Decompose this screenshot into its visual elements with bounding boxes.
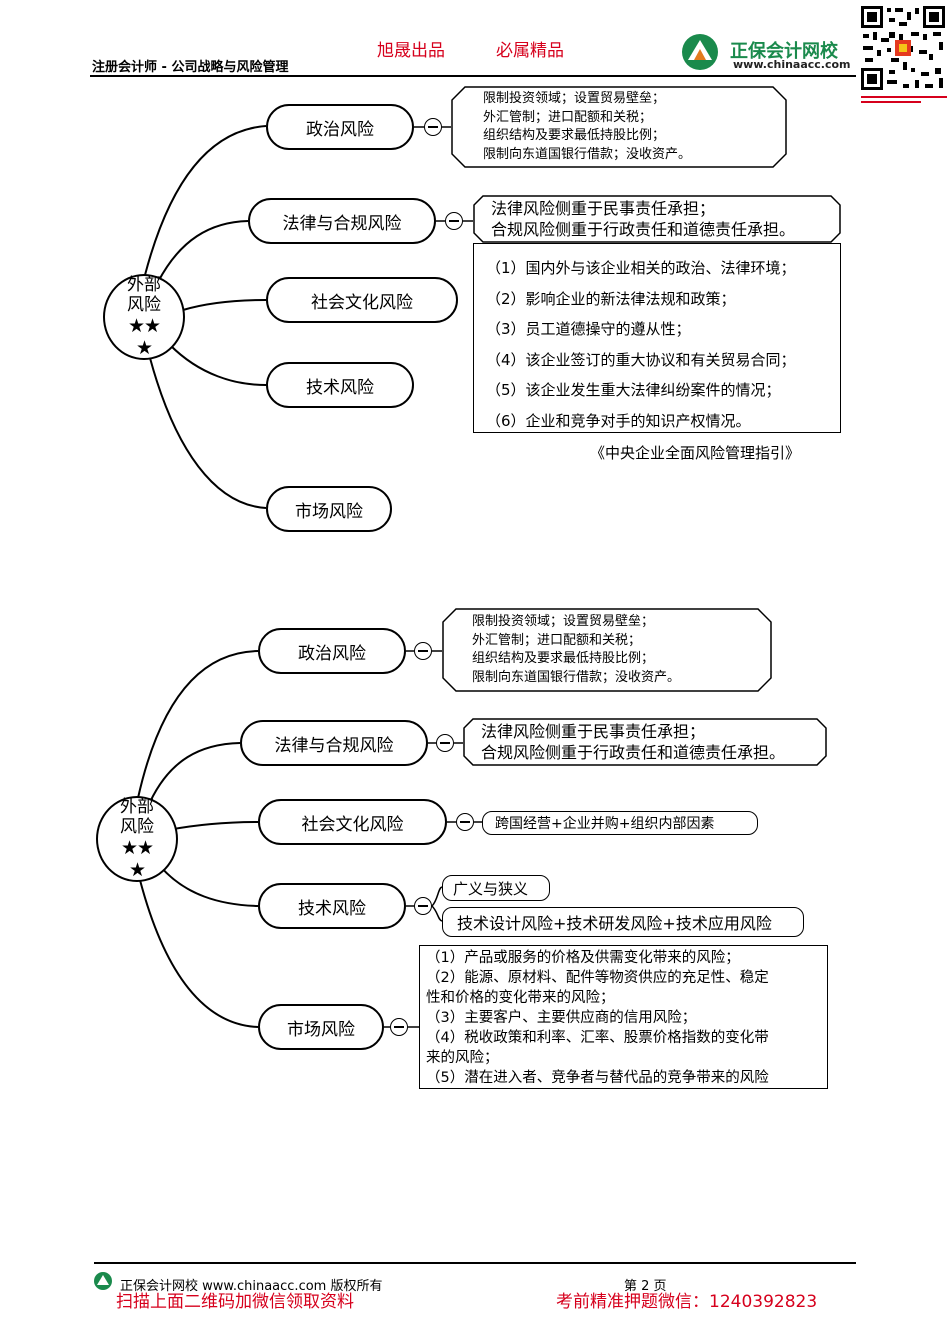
footer-divider (94, 1262, 856, 1264)
map2-branch-legal: 法律与合规风险 (240, 720, 428, 766)
map2-social-box: 跨国经营+企业并购+组织内部因素 (482, 811, 758, 835)
map2-market-item: （1）产品或服务的价格及供需变化带来的风险； (426, 950, 740, 966)
map1-guideline-source: 《中央企业全面风险管理指引》 (590, 444, 801, 462)
footer-logo-icon (92, 1271, 116, 1291)
map2-political-item: 限制向东道国银行借款；没收资产。 (472, 669, 681, 685)
footer-scan-note: 扫描上面二维码加微信领取资料 (116, 1292, 354, 1312)
map1-legal-item: 法律风险侧重于民事责任承担； (491, 199, 716, 218)
map1-political-item: 限制投资领域；设置贸易壁垒； (483, 91, 666, 106)
map2-market-item: （5）潜在进入者、竞争者与替代品的竞争带来的风险 (426, 1070, 769, 1086)
map2-star-rating-top: ★★ (120, 837, 154, 859)
map1-root-external-risk: 外部 风险 ★★ ★ (103, 274, 185, 360)
map1-political-item: 外汇管制；进口配额和关税； (483, 109, 653, 125)
map1-legal-box: 法律风险侧重于民事责任承担； 合规风险侧重于行政责任和道德责任承担。 (473, 195, 841, 243)
map1-guideline-item: （2）影响企业的新法律法规和政策； (486, 289, 736, 308)
map2-root-external-risk: 外部 风险 ★★ ★ (96, 796, 178, 882)
map2-market-collapse-icon[interactable] (390, 1018, 408, 1036)
map2-political-item: 组织结构及要求最低持股比例； (472, 651, 655, 666)
map1-political-collapse-icon[interactable] (424, 118, 442, 136)
map1-guideline-item: （3）员工道德操守的遵从性； (486, 320, 691, 338)
footer-wechat-note: 考前精准押题微信：1240392823 (556, 1292, 818, 1312)
map1-political-item: 限制向东道国银行借款；没收资产。 (483, 146, 692, 162)
logo-url: www.chinaacc.com (733, 58, 851, 71)
map1-guideline-item: （1）国内外与该企业相关的政治、法律环境； (486, 259, 796, 277)
map2-market-item: （3）主要客户、主要供应商的信用风险； (426, 1010, 697, 1026)
map1-guideline-box: （1）国内外与该企业相关的政治、法律环境； （2）影响企业的新法律法规和政策； … (473, 243, 841, 433)
map2-market-item: 来的风险； (426, 1050, 499, 1066)
map1-branch-technology: 技术风险 (266, 362, 414, 408)
map2-market-item: （4）税收政策和利率、汇率、股票价格指数的变化带 (426, 1030, 769, 1046)
map2-branch-social-cultural: 社会文化风险 (258, 799, 447, 845)
slogan-1: 旭晟出品 (377, 41, 445, 61)
map1-branch-political: 政治风险 (266, 104, 414, 150)
map2-branch-market: 市场风险 (258, 1004, 384, 1050)
map1-political-item: 组织结构及要求最低持股比例； (483, 128, 666, 143)
footer-copyright: 正保会计网校 www.chinaacc.com 版权所有 (120, 1279, 383, 1294)
map1-branch-market: 市场风险 (266, 486, 392, 532)
map2-legal-item: 法律风险侧重于民事责任承担； (481, 722, 706, 741)
map1-guideline-item: （6）企业和竞争对手的知识产权情况。 (486, 411, 751, 430)
map2-branch-political: 政治风险 (258, 628, 406, 674)
map2-market-item: （2）能源、原材料、配件等物资供应的充足性、稳定 (426, 970, 769, 986)
map2-market-box: （1）产品或服务的价格及供需变化带来的风险； （2）能源、原材料、配件等物资供应… (419, 945, 828, 1089)
map1-star-rating-top: ★★ (127, 315, 161, 337)
map2-political-collapse-icon[interactable] (414, 642, 432, 660)
map2-root-line1: 外部 (120, 797, 154, 817)
map2-star-rating-bottom: ★ (128, 859, 146, 881)
map2-legal-item: 合规风险侧重于行政责任和道德责任承担。 (481, 743, 786, 762)
map2-political-item: 外汇管制；进口配额和关税； (472, 632, 642, 648)
map2-political-box: 限制投资领域；设置贸易壁垒； 外汇管制；进口配额和关税； 组织结构及要求最低持股… (442, 608, 772, 692)
map2-tech-box-scope: 广义与狭义 (442, 875, 550, 901)
map1-legal-collapse-icon[interactable] (445, 212, 463, 230)
header-divider (90, 75, 856, 77)
map2-tech-box-types: 技术设计风险+技术研发风险+技术应用风险 (442, 907, 804, 937)
map2-branch-technology: 技术风险 (258, 883, 406, 929)
map1-branch-legal: 法律与合规风险 (248, 198, 436, 244)
map2-market-item: 性和价格的变化带来的风险； (426, 990, 615, 1006)
map2-social-item: 跨国经营+企业并购+组织内部因素 (495, 816, 715, 832)
logo-name: 正保会计网校 (730, 41, 838, 62)
map1-branch-social-cultural: 社会文化风险 (266, 277, 458, 323)
map1-root-line1: 外部 (127, 275, 161, 295)
map1-guideline-item: （4）该企业签订的重大协议和有关贸易合同； (486, 350, 796, 369)
footer-page-number: 第 2 页 (624, 1279, 667, 1294)
subject-title: 注册会计师 - 公司战略与风险管理 (92, 60, 289, 75)
map2-root-line2: 风险 (120, 817, 154, 837)
map2-social-collapse-icon[interactable] (456, 813, 474, 831)
map1-political-box: 限制投资领域；设置贸易壁垒； 外汇管制；进口配额和关税； 组织结构及要求最低持股… (451, 86, 787, 168)
map2-political-item: 限制投资领域；设置贸易壁垒； (472, 614, 655, 629)
map1-guideline-item: （5）该企业发生重大法律纠纷案件的情况； (486, 381, 781, 399)
map2-tech-item: 广义与狭义 (453, 879, 529, 898)
map2-legal-collapse-icon[interactable] (436, 734, 454, 752)
map1-legal-item: 合规风险侧重于行政责任和道德责任承担。 (491, 220, 796, 239)
map1-star-rating-bottom: ★ (135, 337, 153, 359)
qr-caption-decoration (861, 94, 947, 104)
map2-tech-item: 技术设计风险+技术研发风险+技术应用风险 (457, 914, 772, 933)
qr-code-icon (859, 4, 947, 92)
logo-icon (678, 32, 730, 72)
map2-legal-box: 法律风险侧重于民事责任承担； 合规风险侧重于行政责任和道德责任承担。 (463, 718, 827, 766)
slogan-2: 必属精品 (496, 41, 564, 61)
map1-root-line2: 风险 (127, 295, 161, 315)
map2-technology-collapse-icon[interactable] (414, 897, 432, 915)
